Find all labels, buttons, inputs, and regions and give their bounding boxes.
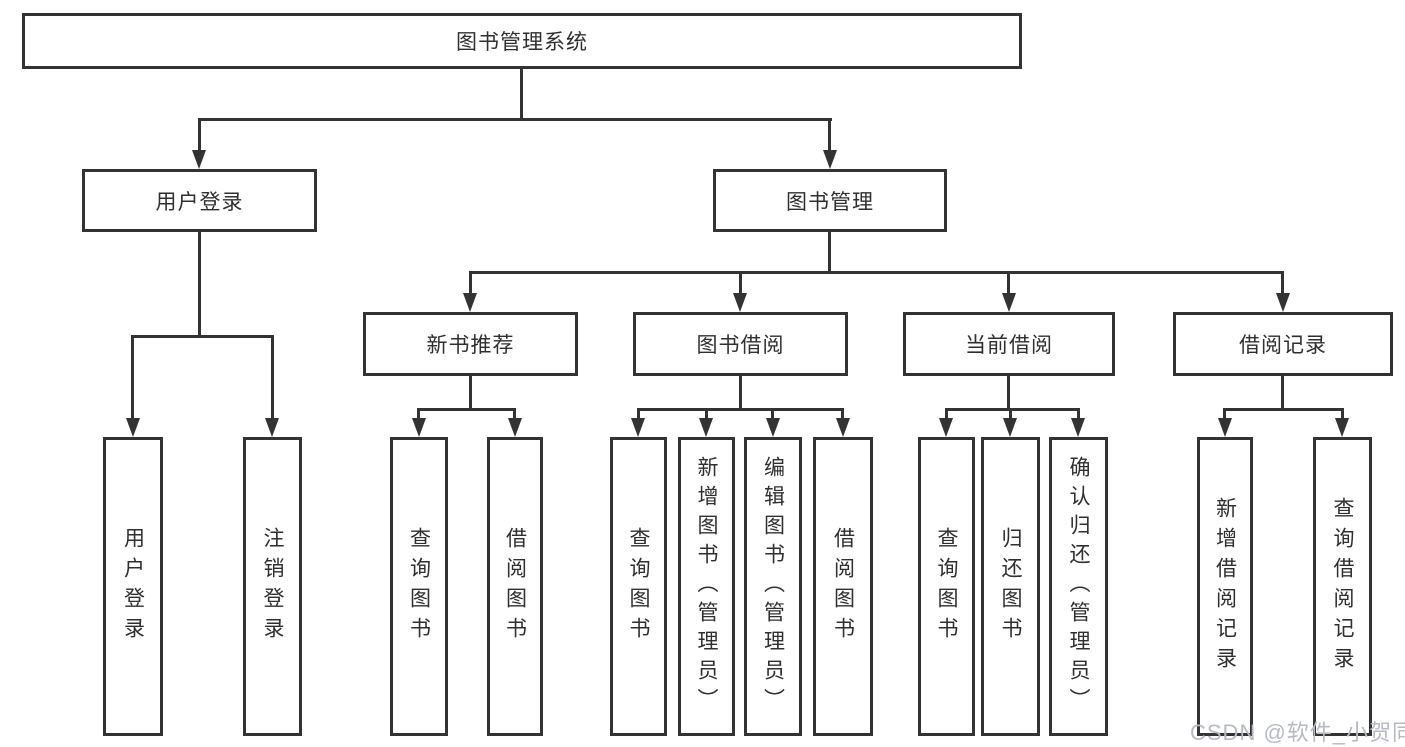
arrowhead bbox=[1276, 293, 1290, 312]
connector-line bbox=[513, 408, 516, 422]
connector-line bbox=[637, 408, 640, 422]
arrowhead bbox=[126, 418, 140, 437]
leaf-borrow-books-borrowing: 借阅图书 bbox=[813, 437, 873, 736]
connector-line bbox=[945, 408, 1080, 411]
connector-line bbox=[828, 232, 831, 274]
connector-line bbox=[469, 376, 472, 411]
node-current-borrowing: 当前借阅 bbox=[903, 312, 1115, 376]
connector-line bbox=[417, 408, 420, 422]
leaf-add-borrow-record: 新增借阅记录 bbox=[1197, 437, 1253, 736]
connector-line bbox=[520, 69, 523, 121]
connector-line bbox=[945, 408, 948, 422]
node-label: 图书管理 bbox=[786, 190, 874, 214]
leaf-label: 查询借阅记录 bbox=[1331, 496, 1355, 677]
connector-line bbox=[198, 118, 201, 154]
node-label: 用户登录 bbox=[155, 190, 244, 214]
leaf-edit-book-admin: 编辑图书（管理员） bbox=[744, 437, 802, 736]
arrowhead bbox=[1335, 418, 1349, 437]
connector-line bbox=[198, 232, 201, 338]
connector-line bbox=[1281, 271, 1284, 297]
connector-line bbox=[739, 376, 742, 411]
connector-line bbox=[828, 118, 831, 154]
node-book-management: 图书管理 bbox=[713, 169, 947, 232]
arrowhead bbox=[1218, 418, 1232, 437]
leaf-query-books-current: 查询图书 bbox=[918, 437, 975, 736]
connector-line bbox=[841, 408, 844, 422]
connector-line bbox=[469, 271, 472, 297]
arrowhead bbox=[836, 418, 850, 437]
leaf-borrow-books-recommend: 借阅图书 bbox=[487, 437, 543, 736]
connector-line bbox=[1009, 408, 1012, 422]
leaf-label: 用户登录 bbox=[121, 526, 145, 647]
arrowhead bbox=[463, 293, 477, 312]
arrowhead bbox=[766, 418, 780, 437]
node-root: 图书管理系统 bbox=[22, 13, 1022, 69]
arrowhead bbox=[699, 418, 713, 437]
node-label: 图书管理系统 bbox=[456, 31, 588, 54]
connector-line bbox=[705, 408, 708, 422]
leaf-user-login: 用户登录 bbox=[103, 437, 163, 736]
arrowhead bbox=[265, 418, 279, 437]
watermark: CSDN @软件_小贺同学 bbox=[1190, 720, 1405, 745]
connector-line bbox=[271, 335, 274, 421]
connector-line bbox=[771, 408, 774, 422]
leaf-label: 新增借阅记录 bbox=[1213, 496, 1237, 677]
connector-line bbox=[1077, 408, 1080, 422]
leaf-label: 查询图书 bbox=[935, 526, 959, 647]
connector-line bbox=[198, 118, 832, 121]
node-label: 借阅记录 bbox=[1239, 334, 1327, 357]
connector-line bbox=[131, 335, 134, 421]
arrowhead bbox=[733, 293, 747, 312]
leaf-confirm-return-admin: 确认归还（管理员） bbox=[1049, 437, 1108, 736]
connector-line bbox=[418, 408, 516, 411]
leaf-label: 查询图书 bbox=[627, 526, 651, 647]
arrowhead bbox=[631, 418, 645, 437]
node-borrowing-records: 借阅记录 bbox=[1173, 312, 1393, 376]
leaf-label: 编辑图书（管理员） bbox=[761, 456, 785, 717]
leaf-label: 注销登录 bbox=[261, 526, 285, 647]
connector-line bbox=[1007, 271, 1010, 297]
arrowhead bbox=[939, 418, 953, 437]
connector-line bbox=[637, 408, 844, 411]
leaf-label: 归还图书 bbox=[999, 526, 1023, 647]
leaf-query-books-recommend: 查询图书 bbox=[390, 437, 448, 736]
leaf-label: 查询图书 bbox=[407, 526, 431, 647]
leaf-label: 借阅图书 bbox=[831, 526, 855, 647]
arrowhead bbox=[412, 418, 426, 437]
node-new-book-recommendation: 新书推荐 bbox=[363, 312, 578, 376]
node-label: 新书推荐 bbox=[426, 334, 515, 357]
arrowhead bbox=[1071, 418, 1085, 437]
arrowhead bbox=[508, 418, 522, 437]
connector-line bbox=[1223, 408, 1226, 422]
connector-line bbox=[469, 271, 1284, 274]
leaf-logout-login: 注销登录 bbox=[243, 437, 302, 736]
leaf-add-book-admin: 新增图书（管理员） bbox=[678, 437, 735, 736]
connector-line bbox=[1224, 408, 1344, 411]
arrowhead bbox=[1002, 293, 1016, 312]
leaf-label: 新增图书（管理员） bbox=[695, 456, 719, 717]
connector-line bbox=[739, 271, 742, 297]
leaf-return-book: 归还图书 bbox=[981, 437, 1040, 736]
leaf-label: 借阅图书 bbox=[503, 526, 527, 647]
connector-line bbox=[1007, 376, 1010, 411]
leaf-query-books-borrowing: 查询图书 bbox=[610, 437, 667, 736]
arrowhead bbox=[192, 150, 206, 169]
connector-line bbox=[1341, 408, 1344, 422]
arrowhead bbox=[823, 150, 837, 169]
arrowhead bbox=[1003, 418, 1017, 437]
connector-line bbox=[1281, 376, 1284, 411]
node-user-login: 用户登录 bbox=[82, 169, 317, 232]
node-label: 图书借阅 bbox=[696, 334, 785, 357]
connector-line bbox=[132, 335, 274, 338]
node-book-borrowing: 图书借阅 bbox=[633, 312, 848, 376]
node-label: 当前借阅 bbox=[965, 334, 1053, 357]
leaf-query-borrow-record: 查询借阅记录 bbox=[1313, 437, 1372, 736]
leaf-label: 确认归还（管理员） bbox=[1067, 456, 1091, 717]
